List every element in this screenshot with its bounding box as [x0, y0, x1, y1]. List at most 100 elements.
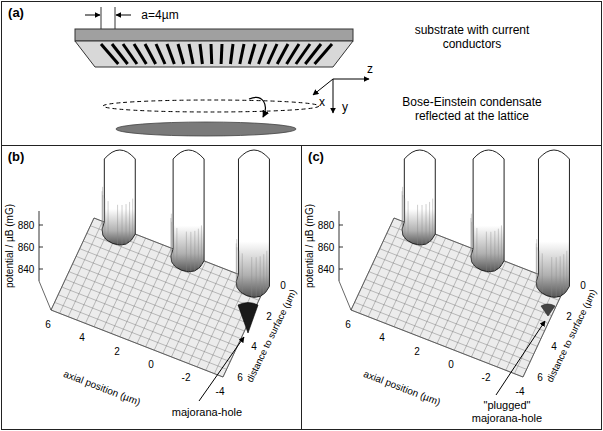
conductor-stripe	[220, 44, 224, 64]
axis-tick	[39, 247, 43, 248]
mesh-line	[429, 202, 430, 242]
mesh-line	[563, 254, 564, 294]
axis-title: potential / µB (mG)	[4, 204, 16, 288]
conductor-stripe	[189, 44, 193, 64]
mesh-line	[486, 232, 487, 272]
note: Bose-Einstein condensate reflected at th…	[390, 96, 555, 124]
axis-title: axial position (µm)	[362, 368, 442, 408]
mesh-line	[551, 257, 552, 297]
mesh-line	[422, 205, 423, 245]
mesh-line	[236, 243, 237, 283]
mesh-line	[417, 205, 418, 245]
conductor-stripe	[259, 44, 267, 64]
axis-tick	[39, 225, 43, 226]
mesh-line	[408, 201, 409, 241]
mesh-line	[402, 195, 403, 235]
mesh-line	[51, 310, 223, 377]
mesh-line	[351, 310, 523, 377]
majorana-hole	[238, 303, 258, 334]
tick-label: 880	[318, 220, 335, 232]
mesh-line	[402, 191, 403, 231]
tick-label: 860	[18, 242, 35, 254]
conductor-stripe	[167, 44, 174, 64]
axis-line	[339, 281, 351, 310]
mesh-line	[380, 249, 552, 316]
mesh-line	[362, 287, 534, 354]
mesh-line	[69, 272, 241, 339]
leader-arrow	[496, 321, 545, 395]
tick-label: 0	[580, 280, 586, 292]
tick-label: 0	[280, 280, 286, 292]
mesh-line	[117, 205, 118, 245]
mesh-line	[76, 256, 248, 323]
axis-label: y	[342, 101, 348, 115]
figure-panel: (c)880860840potential / µB (mG)6420-2-4a…	[301, 145, 602, 430]
figure-panel: (a)a=4µmxyzsubstrate with current conduc…	[1, 1, 602, 146]
potential-wall	[102, 150, 135, 245]
mesh-line	[198, 229, 199, 269]
mesh-line	[471, 222, 472, 262]
mesh-line	[473, 225, 474, 265]
potential-wall	[171, 150, 204, 272]
mesh-line	[470, 218, 471, 258]
tick-label: -4	[516, 386, 525, 398]
conductor-stripe	[249, 44, 255, 64]
mesh-line	[365, 279, 537, 346]
tick-label: 0	[148, 359, 154, 371]
tick-label: 2	[266, 311, 272, 323]
axis-tick	[39, 269, 43, 270]
mesh-line	[501, 225, 502, 265]
tick-label: 860	[318, 242, 335, 254]
mesh-line	[426, 204, 427, 244]
axis-tick	[339, 247, 343, 248]
mesh-line	[132, 199, 133, 239]
axis-tick	[339, 225, 343, 226]
axis-line	[39, 281, 51, 310]
potential-surface	[39, 150, 269, 401]
tick-label: 840	[18, 264, 35, 276]
conductor-stripe	[240, 44, 244, 64]
mesh-line	[129, 202, 130, 242]
tick-label: 0	[448, 359, 454, 371]
mesh-line	[432, 199, 433, 239]
callout-label: majorana-hole	[165, 406, 249, 419]
tick-label: 2	[414, 346, 420, 358]
mesh-line	[190, 232, 191, 272]
mesh-line	[251, 257, 252, 297]
mesh-line	[260, 256, 261, 296]
axis-line	[39, 211, 40, 281]
conductor-stripe	[268, 44, 277, 64]
potential-wall	[236, 150, 269, 297]
mesh-line	[383, 241, 555, 308]
substrate-illustration	[75, 7, 369, 136]
panel-label: (a)	[8, 6, 24, 21]
tick-label: 880	[18, 220, 35, 232]
potential-wall	[402, 150, 435, 245]
mesh-line	[536, 247, 537, 287]
mesh-line	[236, 247, 237, 287]
tick-label: -2	[182, 372, 191, 384]
mesh-line	[102, 191, 103, 231]
mesh-line	[494, 231, 495, 271]
tick-label: 4	[251, 341, 257, 353]
axis-title: distance to surface (µm)	[544, 288, 599, 385]
mesh-line	[556, 257, 557, 297]
mesh-line	[102, 195, 103, 235]
mesh-line	[266, 251, 267, 291]
mesh-line	[201, 225, 202, 265]
leader-arrow	[199, 337, 244, 401]
tick-label: 4	[379, 332, 385, 344]
mesh-line	[186, 232, 187, 272]
mesh-line	[65, 279, 237, 346]
conductor-stripe	[230, 44, 233, 64]
mesh-line	[256, 257, 257, 297]
mesh-line	[173, 225, 174, 265]
potential-wall	[536, 150, 569, 297]
note: substrate with current conductors	[412, 24, 532, 52]
panel-label: (b)	[8, 150, 25, 165]
mesh-line	[55, 302, 227, 369]
majorana-hole	[541, 304, 555, 316]
mesh-line	[263, 254, 264, 294]
figure-panel: (b)880860840potential / µB (mG)6420-2-4a…	[1, 145, 302, 430]
conductor-stripe	[156, 44, 165, 64]
